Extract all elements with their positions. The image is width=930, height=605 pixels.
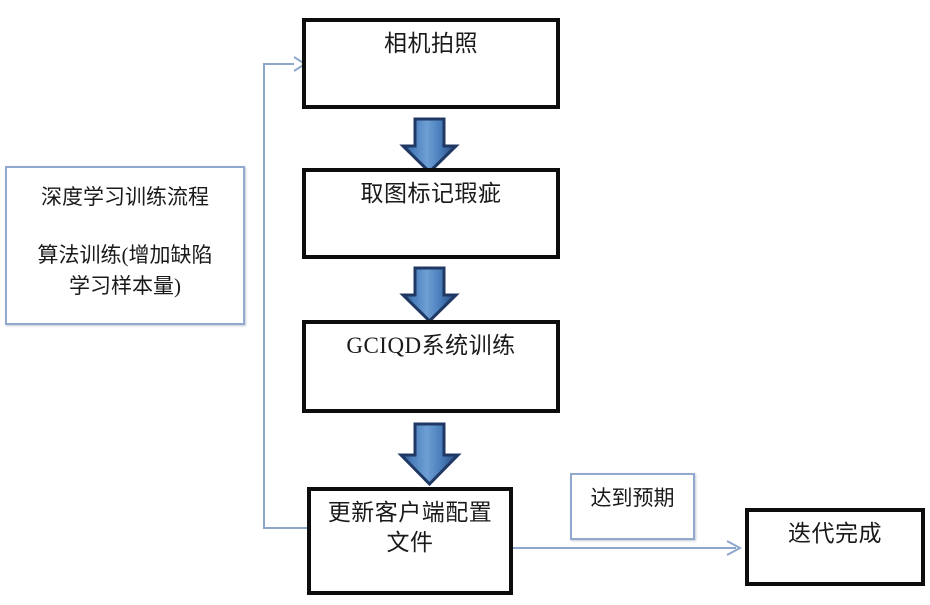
info-panel: 深度学习训练流程 算法训练(增加缺陷 学习样本量) xyxy=(5,166,245,325)
node-annotate-label: 取图标记瑕疵 xyxy=(360,181,502,206)
edge-label-expected-text: 达到预期 xyxy=(590,486,675,510)
info-panel-subtitle: 算法训练(增加缺陷 学习样本量) xyxy=(37,242,213,299)
node-train[interactable]: GCIQD系统训练 xyxy=(302,320,560,413)
info-panel-title: 深度学习训练流程 xyxy=(41,185,209,209)
node-capture[interactable]: 相机拍照 xyxy=(302,18,560,109)
node-done[interactable]: 迭代完成 xyxy=(745,508,925,586)
block-arrow-annotate-to-train xyxy=(399,266,460,324)
node-capture-label: 相机拍照 xyxy=(384,31,478,56)
block-arrow-train-to-update xyxy=(397,422,462,487)
node-update[interactable]: 更新客户端配置 文件 xyxy=(307,487,513,595)
node-update-label: 更新客户端配置 文件 xyxy=(327,500,493,555)
edge-label-expected: 达到预期 xyxy=(570,473,695,540)
block-arrow-capture-to-annotate xyxy=(399,117,460,175)
update-to-done-arrow xyxy=(513,540,743,556)
node-annotate[interactable]: 取图标记瑕疵 xyxy=(302,168,560,259)
feedback-loop-arrow xyxy=(263,56,307,529)
node-done-label: 迭代完成 xyxy=(788,521,882,546)
node-train-label: GCIQD系统训练 xyxy=(346,333,516,358)
